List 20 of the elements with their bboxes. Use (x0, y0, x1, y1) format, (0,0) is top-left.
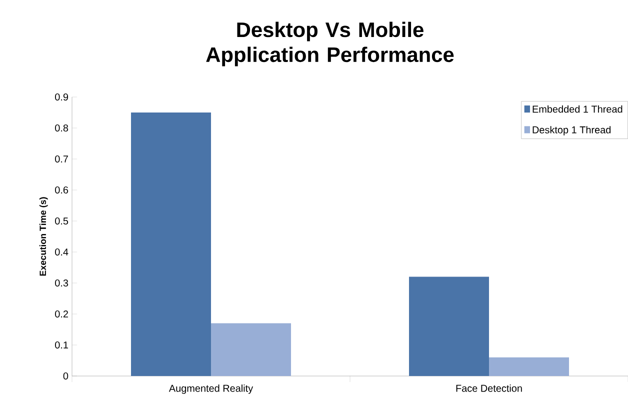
legend-label: Embedded 1 Thread (532, 105, 622, 113)
chart-title: Desktop Vs Mobile Application Performance (206, 22, 454, 66)
y-tick-label: 0.7 (55, 155, 68, 163)
y-tick-label: 0.8 (55, 124, 68, 132)
bar (211, 323, 292, 376)
bar (409, 276, 490, 376)
y-tick-label: 0.4 (55, 248, 68, 256)
x-tick-label: Augmented Reality (168, 384, 254, 394)
bar (131, 112, 212, 376)
legend-label: Desktop 1 Thread (532, 126, 611, 136)
y-tick-label: 0.6 (55, 186, 68, 194)
y-axis-title: Execution Time (s) (39, 197, 48, 276)
y-tick-label: 0.2 (55, 310, 68, 318)
bar (489, 357, 570, 376)
y-tick-label: 0.3 (55, 279, 68, 287)
y-tick-label: 0.1 (55, 341, 68, 349)
x-tick-label: Face Detection (456, 384, 522, 392)
y-tick-label: 0.5 (55, 217, 68, 225)
y-tick-label: 0.9 (55, 93, 68, 101)
y-tick-label: 0 (63, 372, 68, 380)
